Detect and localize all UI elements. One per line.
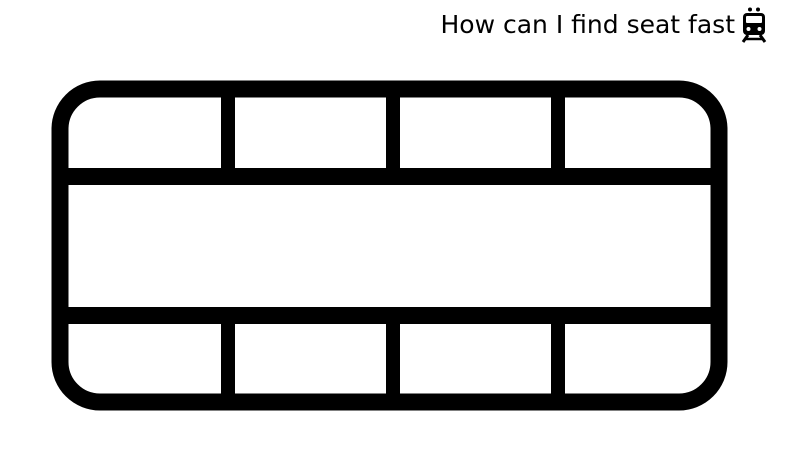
seat-bottom-3[interactable] [400,324,551,393]
bottom-seat-divider-3 [551,315,565,402]
seat-top-4[interactable] [565,98,710,168]
header: How can I find seat fast [441,6,768,44]
seat-top-2[interactable] [235,98,386,168]
seat-bottom-4[interactable] [565,324,710,393]
aisle-area [69,185,710,307]
top-seat-divider-1 [221,89,235,179]
top-seat-divider-2 [386,89,400,179]
top-seat-divider-3 [551,89,565,179]
seat-top-1[interactable] [69,98,221,168]
bottom-seat-divider-1 [221,315,235,402]
seat-bottom-1[interactable] [69,324,221,393]
seat-bottom-2[interactable] [235,324,386,393]
train-icon [741,7,767,43]
bottom-seat-divider-2 [386,315,400,402]
seat-top-3[interactable] [400,98,551,168]
page-title: How can I find seat fast [440,10,736,39]
